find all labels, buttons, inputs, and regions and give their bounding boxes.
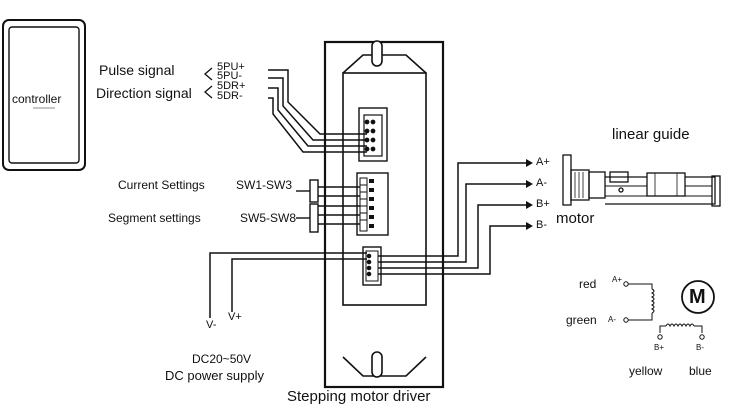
motor-label: motor <box>556 210 595 227</box>
pu-minus-label: 5PU- <box>217 70 243 82</box>
pulse-signal-label: Pulse signal <box>99 62 175 78</box>
power-motor-connector <box>362 246 382 286</box>
dr-minus-label: 5DR- <box>217 90 243 102</box>
linear-guide-label: linear guide <box>612 126 690 143</box>
voltage-label: DC20~50V <box>192 352 252 366</box>
green-wire-label: green <box>566 313 597 327</box>
pu-plus-label: 5PU+ <box>217 61 245 73</box>
current-settings-label: Current Settings <box>118 178 205 192</box>
winding-a-minus: A- <box>608 315 616 324</box>
output-b-minus: B- <box>536 219 547 231</box>
power-wires <box>209 252 367 318</box>
blue-wire-label: blue <box>689 364 712 378</box>
winding-b-minus: B- <box>696 343 704 352</box>
motor-linear-guide <box>562 154 721 207</box>
controller-label: controller <box>12 92 62 106</box>
output-arrows <box>526 159 533 230</box>
driver-label: Stepping motor driver <box>287 388 431 405</box>
direction-signal-label: Direction signal <box>96 85 192 101</box>
controller-box <box>2 19 86 171</box>
dip-switch-block <box>356 172 389 236</box>
segment-switches-label: SW5-SW8 <box>240 211 297 225</box>
signal-wires <box>268 69 367 153</box>
power-supply-label: DC power supply <box>165 368 264 383</box>
output-a-minus: A- <box>536 177 547 189</box>
red-wire-label: red <box>579 277 597 291</box>
current-settings-wiring <box>296 179 360 203</box>
winding-schematic <box>623 280 715 340</box>
winding-a-plus: A+ <box>612 275 623 284</box>
v-plus-label: V+ <box>228 311 242 323</box>
motor-symbol: M <box>689 286 706 308</box>
winding-b-plus: B+ <box>654 343 665 352</box>
current-switches-label: SW1-SW3 <box>236 178 293 192</box>
yellow-wire-label: yellow <box>629 364 663 378</box>
signal-brackets <box>204 67 213 99</box>
v-minus-label: V- <box>206 319 217 331</box>
segment-settings-label: Segment settings <box>108 211 201 225</box>
output-a-plus: A+ <box>536 156 550 168</box>
segment-settings-wiring <box>296 203 360 233</box>
dr-plus-label: 5DR+ <box>217 80 246 92</box>
driver-body <box>323 40 445 389</box>
motor-output-wires <box>378 162 526 275</box>
output-b-plus: B+ <box>536 198 550 210</box>
